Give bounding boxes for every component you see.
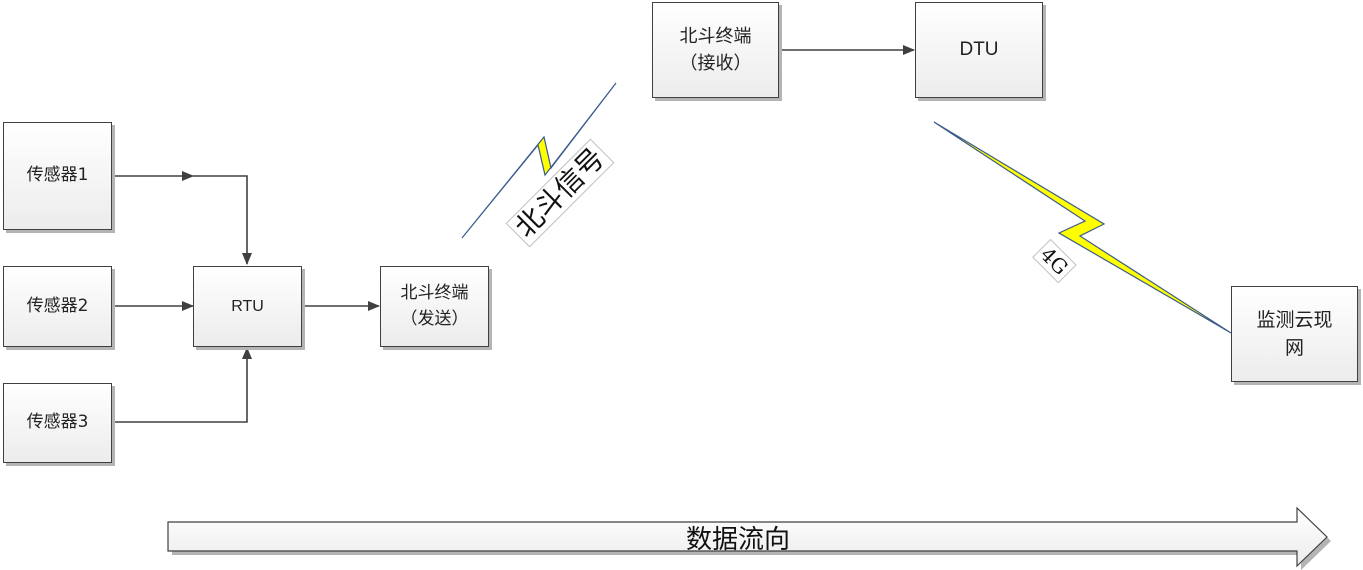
cloud-monitor-node[interactable]: 监测云现 网 — [1231, 286, 1358, 382]
dtu-node[interactable]: DTU — [915, 2, 1043, 98]
sensor-1-label: 传感器1 — [26, 165, 89, 186]
cloud-line2: 网 — [1284, 337, 1304, 359]
beidou-signal-bolt-icon — [461, 82, 617, 239]
sensor-2-node[interactable]: 传感器2 — [3, 266, 112, 347]
cloud-line1: 监测云现 — [1256, 308, 1333, 331]
dtu-label: DTU — [959, 38, 999, 60]
data-flow-label: 数据流向 — [685, 524, 790, 555]
beidou-recv-node[interactable]: 北斗终端 （接收） — [652, 2, 779, 98]
beidou-recv-line2: （接收） — [679, 53, 752, 74]
sensor-3-node[interactable]: 传感器3 — [3, 383, 112, 463]
beidou-send-line2: （发送） — [400, 308, 469, 329]
beidou-send-node[interactable]: 北斗终端 （发送） — [380, 266, 489, 347]
beidou-recv-line1: 北斗终端 — [679, 26, 752, 47]
connector-sensor1-rtu — [112, 171, 252, 265]
sensor-1-node[interactable]: 传感器1 — [3, 122, 112, 230]
data-flow-arrow — [167, 506, 1331, 570]
sensor-3-label: 传感器3 — [26, 412, 89, 433]
rtu-label: RTU — [231, 297, 264, 315]
beidou-send-line1: 北斗终端 — [400, 283, 469, 303]
connector-sensor3-rtu — [112, 347, 252, 423]
cellular-4g-bolt-icon — [933, 121, 1232, 334]
sensor-2-label: 传感器2 — [26, 295, 89, 316]
rtu-node[interactable]: RTU — [193, 266, 302, 347]
